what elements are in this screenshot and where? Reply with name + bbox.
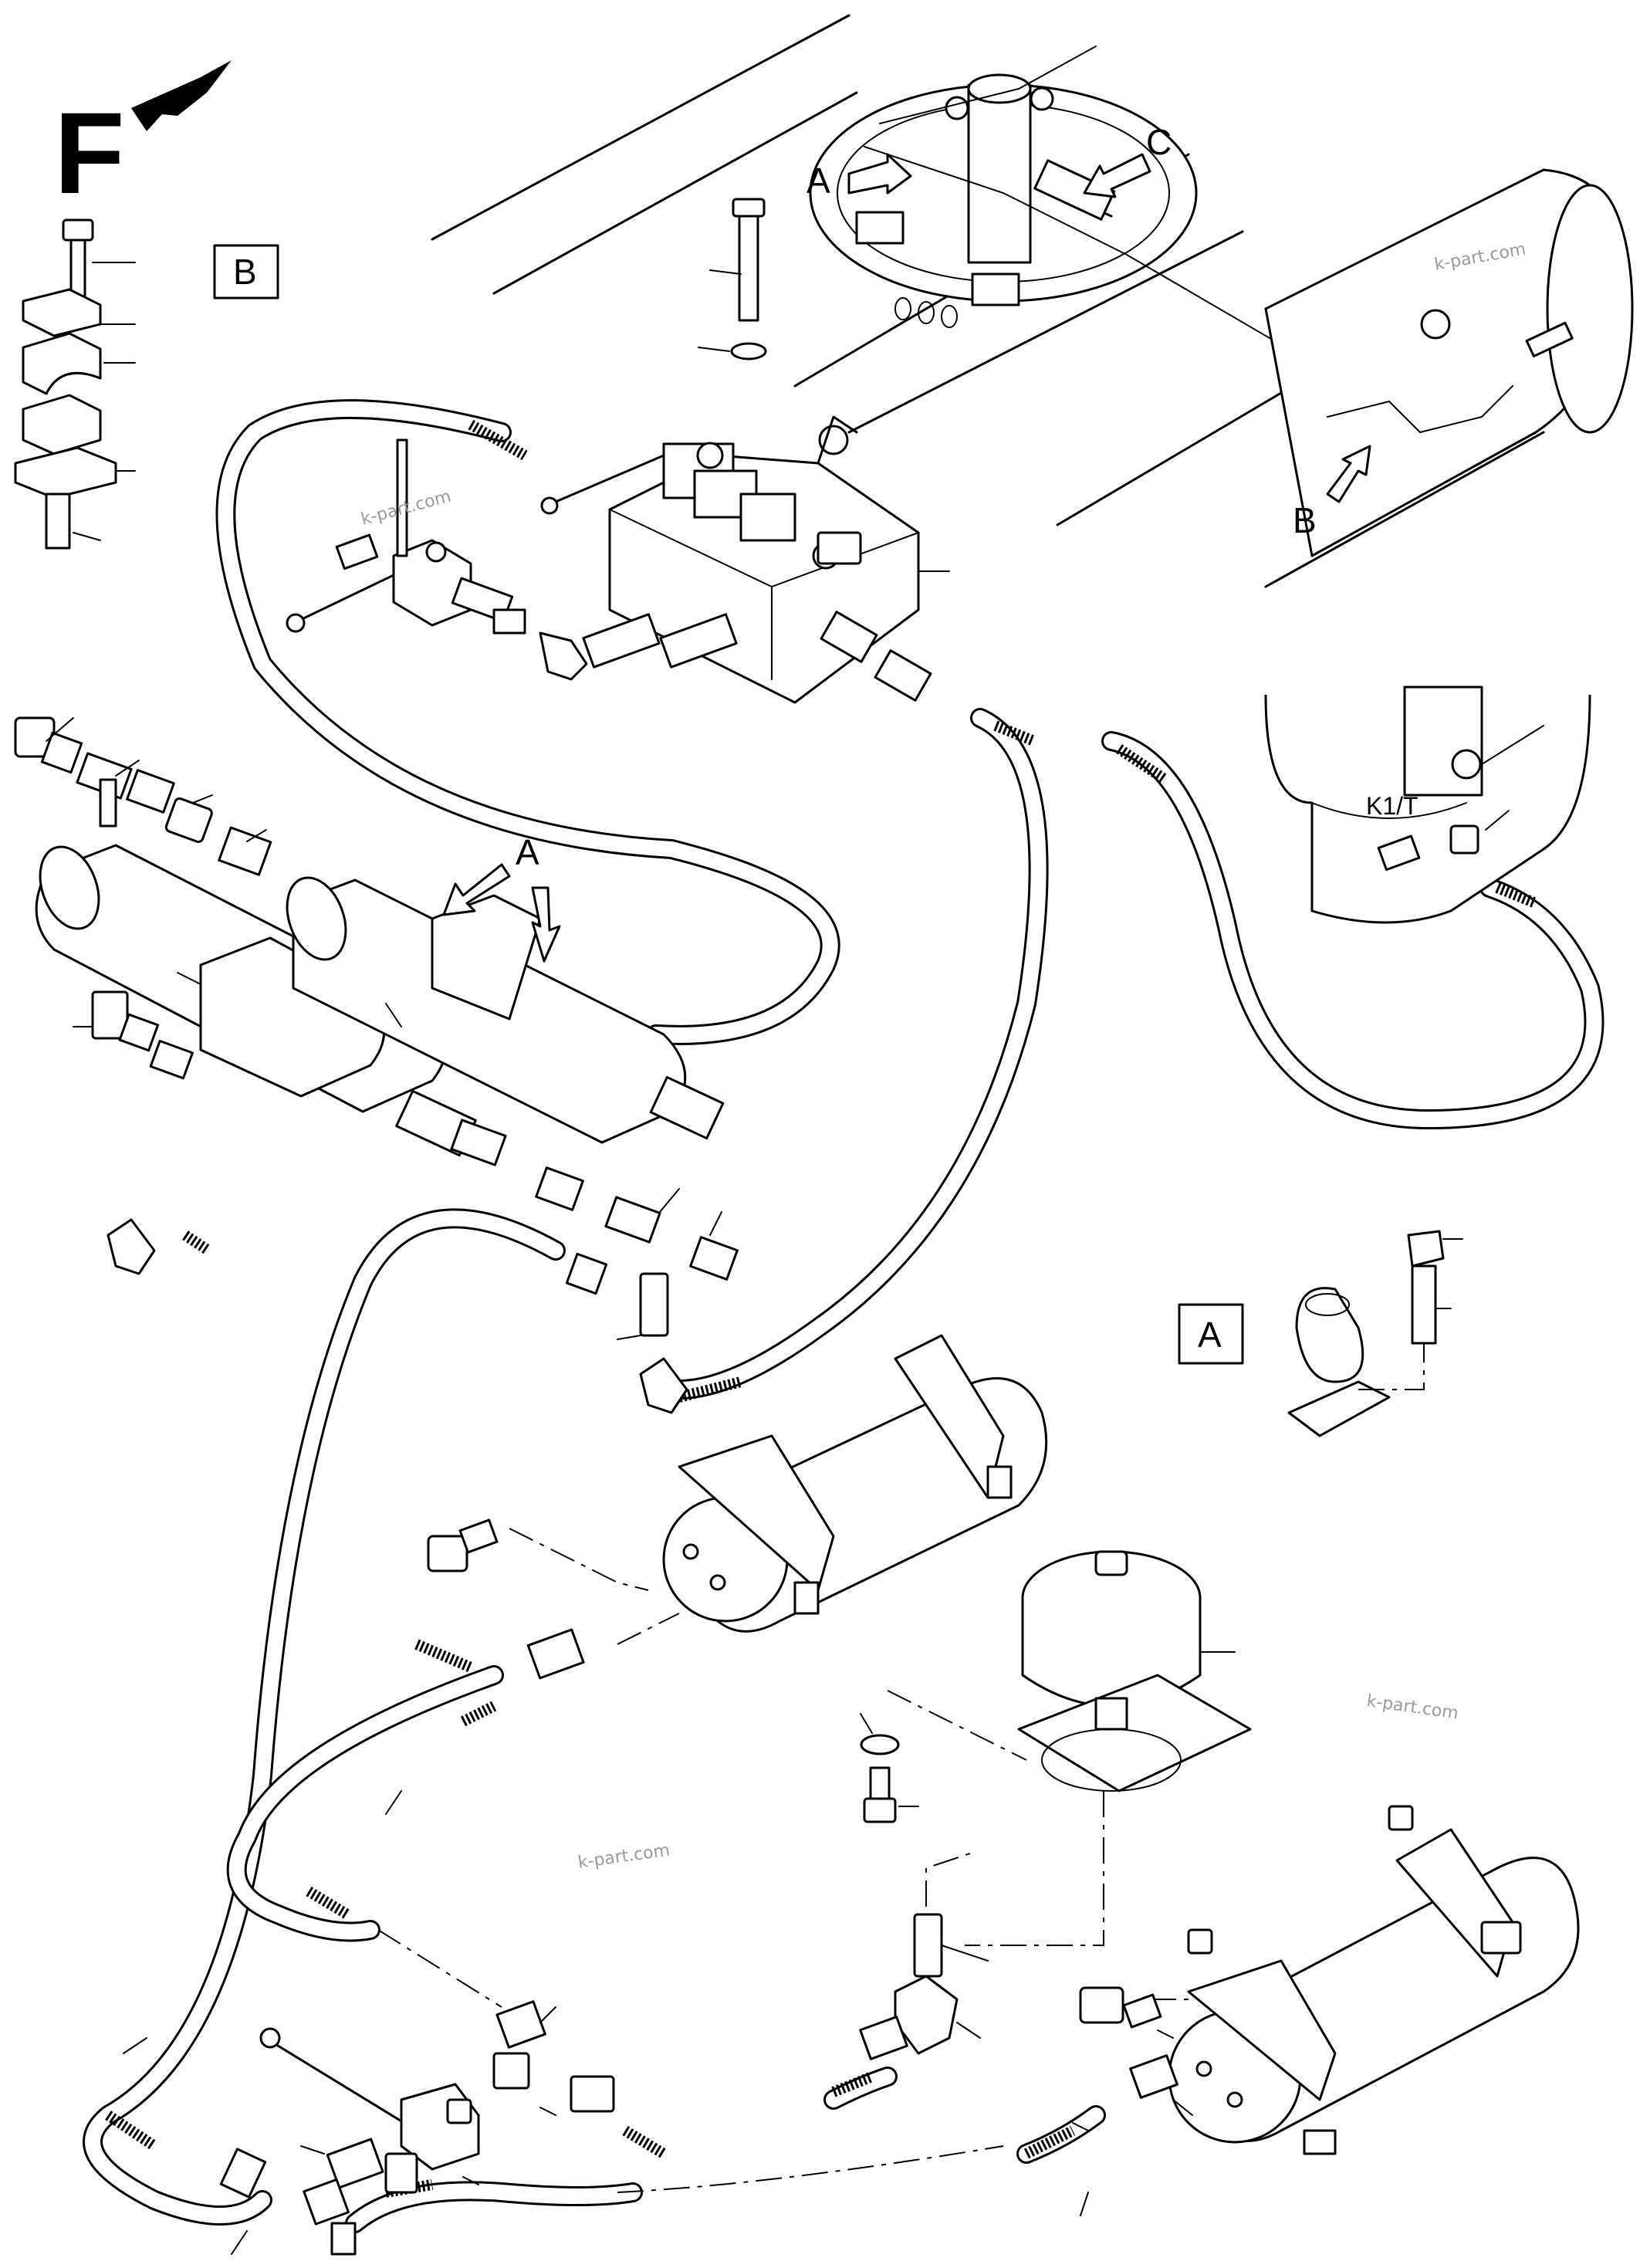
detail-a-label: A <box>1198 1315 1222 1355</box>
steering-cylinder-right <box>1264 168 1634 557</box>
accumulator-cylinders-left <box>35 844 725 1157</box>
detail-a-clamp <box>1287 1230 1463 1437</box>
fittings-upper-left <box>14 716 272 1080</box>
hose-lines <box>83 399 1604 2233</box>
fittings-lower <box>123 1790 1089 2256</box>
arrow-c-icon <box>1083 153 1151 198</box>
k1t-tank: K1/T <box>1264 685 1591 924</box>
detail-b-clamp <box>14 218 136 550</box>
k1t-label: K1/T <box>1366 792 1419 820</box>
swivel-housing <box>809 46 1313 364</box>
view-callouts-mid: A <box>442 832 561 963</box>
fittings-valve-block <box>539 531 932 702</box>
hydraulic-motor-lower-right <box>1079 1805 1580 2155</box>
arrow-down-icon <box>531 886 561 963</box>
watermark-3: k-part.com <box>1365 1691 1459 1723</box>
arrow-down-left-icon <box>442 863 511 916</box>
front-letter: F <box>54 88 125 218</box>
front-direction-mark: F <box>54 60 232 218</box>
detail-b-label: B <box>233 252 257 292</box>
arrow-b-icon <box>1326 445 1371 503</box>
arrow-a-icon <box>847 153 912 195</box>
view-label-b-right: B <box>1293 500 1317 540</box>
detail-b-box: B <box>213 244 279 300</box>
hydraulic-motor-middle <box>427 1334 1048 1680</box>
view-callouts-top: A C B <box>806 122 1371 540</box>
detail-a-box: A <box>1178 1303 1244 1365</box>
fittings-middle <box>107 1119 739 1414</box>
view-label-c-top: C <box>1146 122 1172 162</box>
view-label-a-top: A <box>806 161 830 201</box>
front-arrow-icon <box>131 60 232 131</box>
watermark-4: k-part.com <box>577 1841 671 1873</box>
view-label-a-mid: A <box>516 832 539 872</box>
ball-valve-left <box>286 438 526 635</box>
bolt-washer-top <box>698 198 767 361</box>
accumulator-dome <box>860 1550 1252 1946</box>
